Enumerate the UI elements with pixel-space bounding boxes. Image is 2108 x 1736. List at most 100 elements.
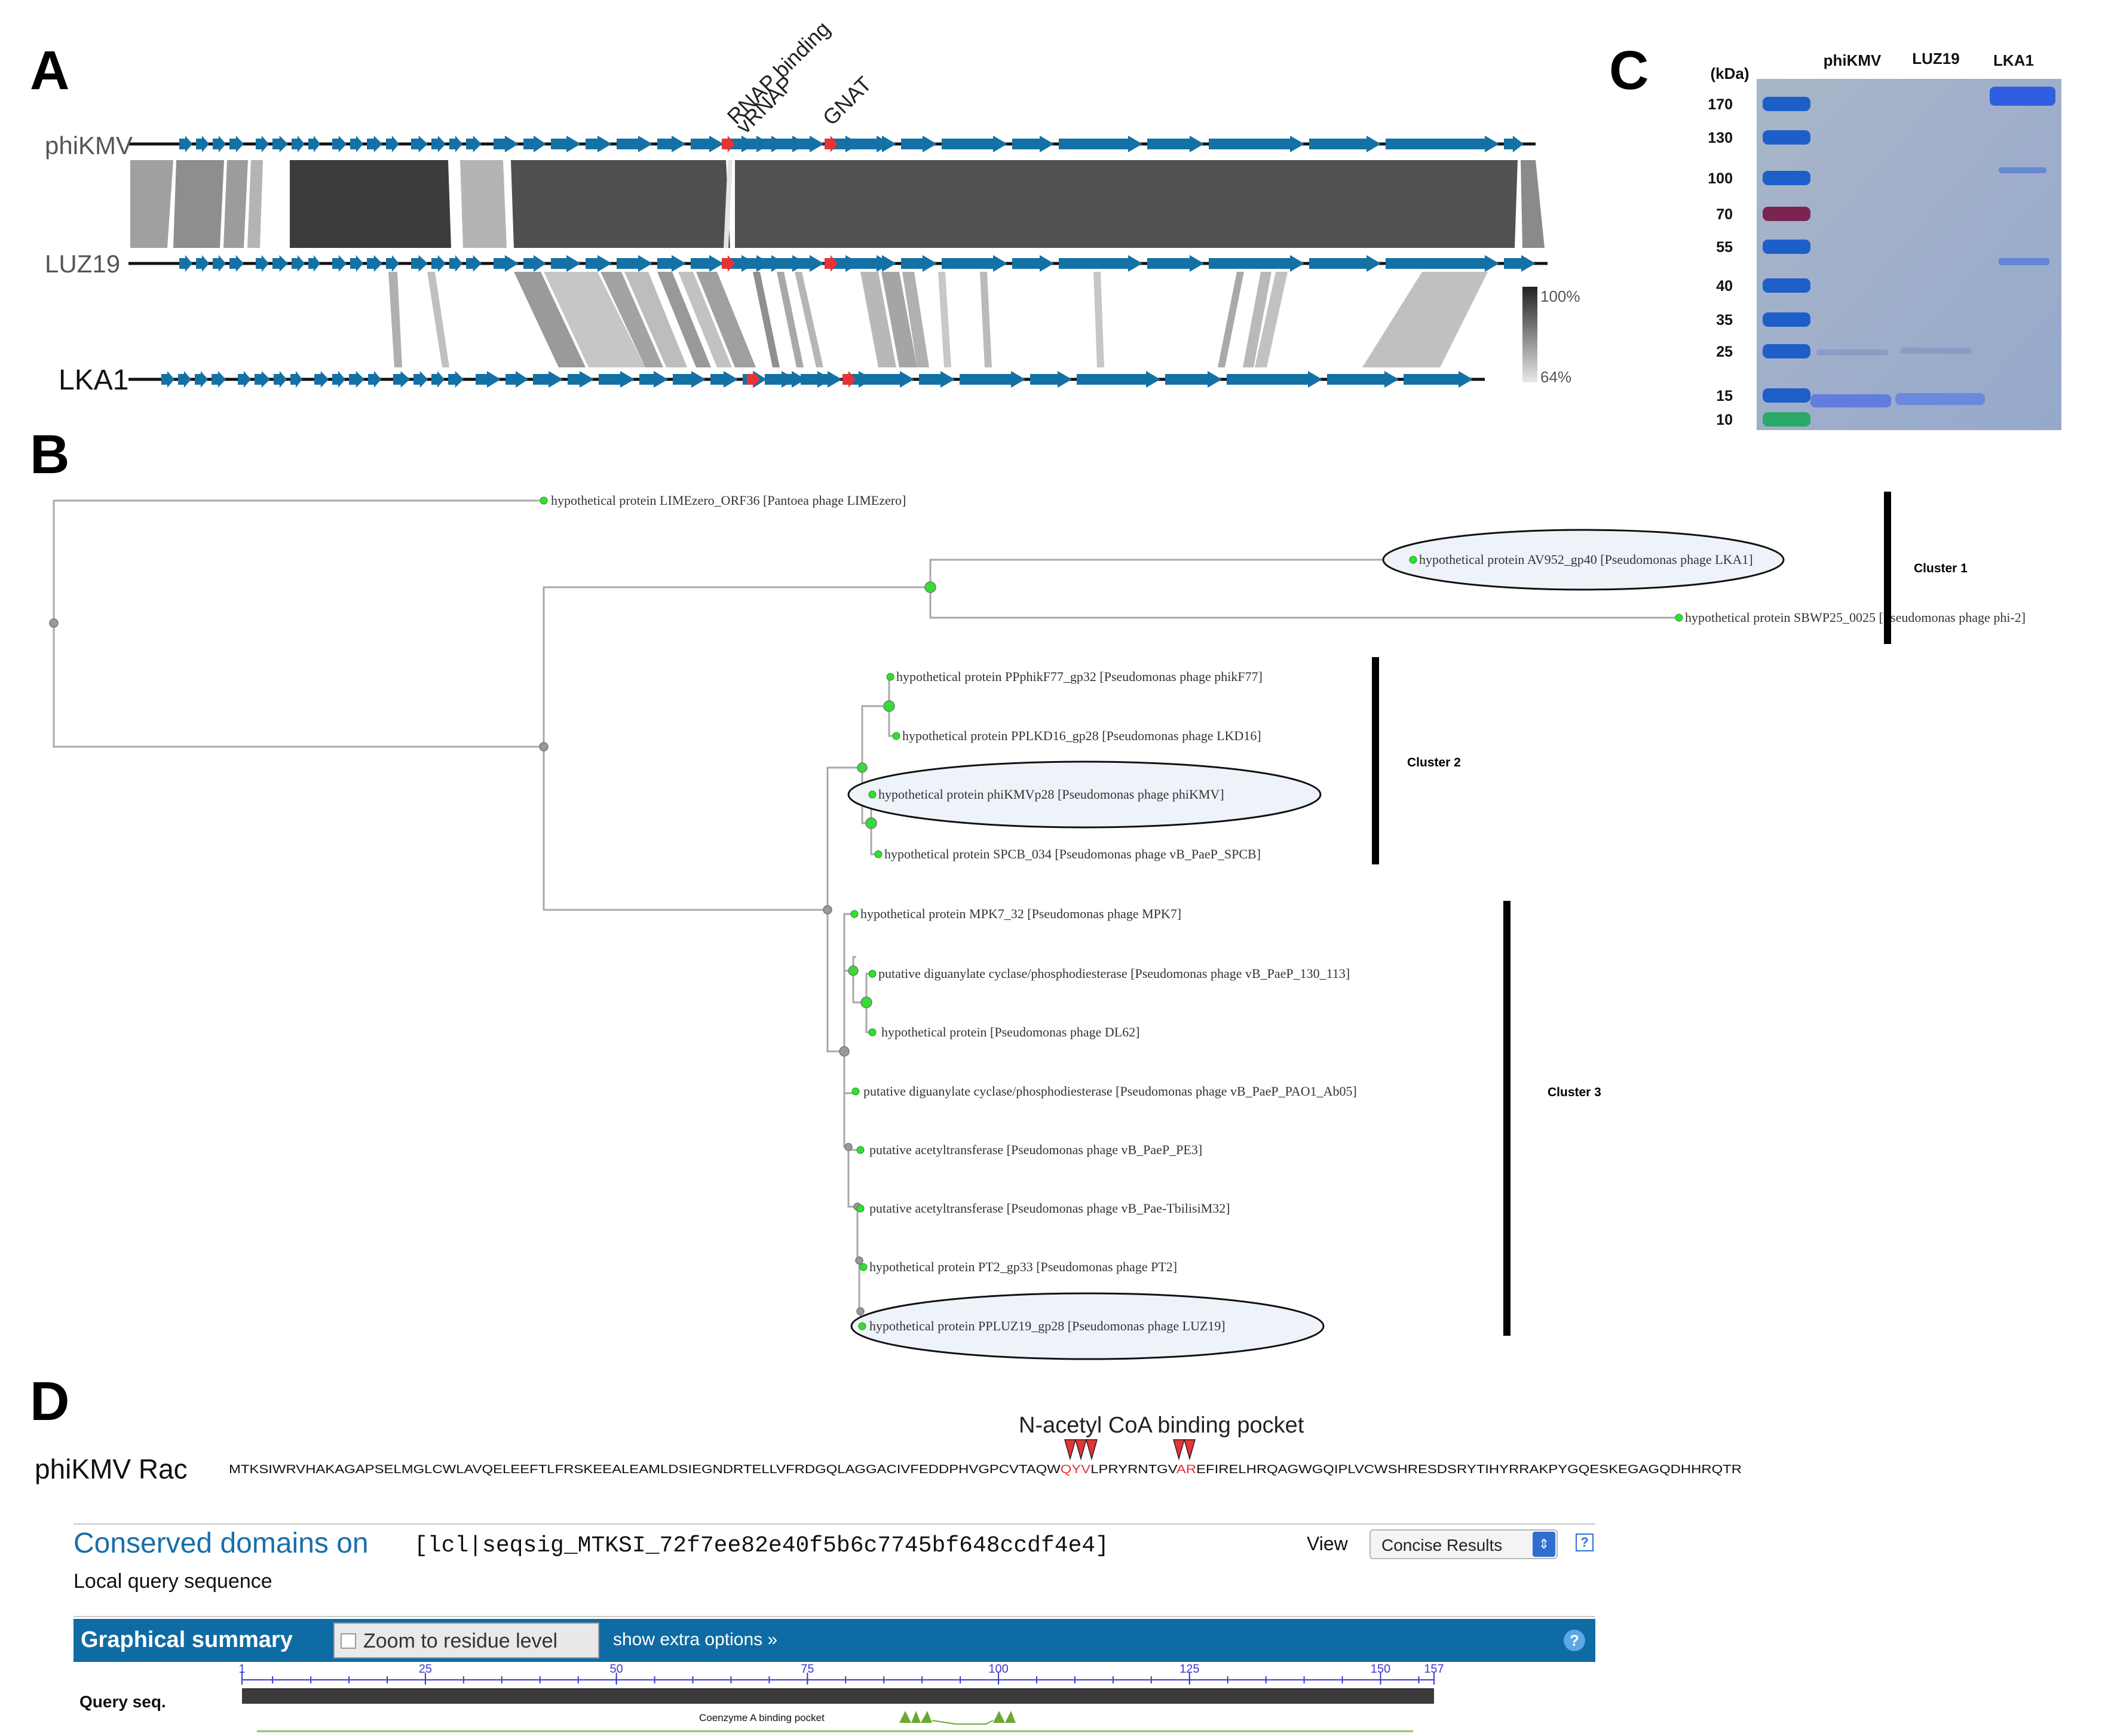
ruler-label: 25 [419,1664,432,1676]
gene-arrow [272,136,288,152]
gene-arrow [413,371,428,388]
gene-arrow [386,136,399,152]
gene-arrow [349,371,364,388]
gene-arrow [196,136,209,152]
gel-marker-label: 170 [1708,96,1733,113]
identity-scale-bar [1522,287,1537,382]
gene-arrow [825,136,838,152]
coenzyme-a-label: Coenzyme A binding pocket [699,1712,825,1723]
gene-arrow [213,255,226,272]
tree-leaf-label: putative acetyltransferase [Pseudomonas … [869,1201,1230,1216]
gene-arrow [494,255,519,272]
gene-arrow [533,371,563,388]
gene-arrow [860,371,914,388]
tree-leaf-label: hypothetical protein [Pseudomonas phage … [881,1025,1140,1039]
cdd-view-select-value: Concise Results [1381,1536,1503,1554]
motif-label: N-acetyl CoA binding pocket [1019,1413,1304,1438]
gene-arrow [1012,136,1054,152]
gene-arrow [368,371,381,388]
gene-arrow [332,255,347,272]
cdd-top-separator [73,1523,1595,1525]
gel-image: (kDa) phiKMV LUZ19 LKA1 1701301007055403… [1708,50,2061,430]
binding-site-marker [899,1711,932,1723]
sequence-panel: N-acetyl CoA binding pocket phiKMV Rac M… [35,1413,1742,1485]
protein-sequence: MTKSIWRVHAKAGAPSELMGLCWLAVQELEEFTLFRSKEE… [229,1463,1742,1476]
gene-arrow [1012,255,1054,272]
gene-arrow [722,255,735,272]
gel-marker-label: 100 [1708,170,1733,187]
gene-arrow [691,136,724,152]
gene-arrow [431,136,446,152]
gene-arrow [617,255,652,272]
gene-arrow [272,255,288,272]
gel-band-luz19-15 [1895,393,1985,405]
gene-arrow [842,136,896,152]
gene-arrow [568,371,594,388]
genome-label-lka1: LKA1 [59,364,128,396]
help-icon[interactable]: ? [1576,1533,1594,1551]
zoom-checkbox[interactable] [341,1633,356,1649]
tree-leaf-label: hypothetical protein phiKMVp28 [Pseudomo… [878,787,1224,802]
gene-arrow [776,255,807,272]
gel-band-lka1-100 [1999,167,2046,173]
gene-arrow [901,255,937,272]
gene-label-gnat: GNAT [818,72,877,130]
gene-arrow [196,255,209,272]
gel-marker-label: 10 [1716,412,1733,428]
tree-leaf-label: hypothetical protein PPLKD16_gp28 [Pseud… [902,728,1261,743]
protein-label: phiKMV Rac [35,1453,188,1485]
binding-site-connector [932,1720,994,1725]
help-circle-icon[interactable]: ? [1564,1630,1585,1651]
gene-arrow [847,371,873,388]
gene-arrow [1504,136,1524,152]
zoom-label: Zoom to residue level [363,1630,558,1652]
gene-arrow [449,255,462,272]
gene-arrow [919,371,955,388]
gene-arrow [942,136,1007,152]
gene-arrow [195,371,208,388]
phylogenetic-tree: hypothetical protein LIMEzero_ORF36 [Pan… [49,492,2026,1360]
gel-marker-band [1763,240,1810,254]
tree-leaf-label: putative diguanylate cyclase/phosphodies… [878,966,1350,981]
show-extra-options-link[interactable]: show extra options » [613,1630,778,1649]
gel-marker-label: 55 [1716,239,1733,256]
zoom-to-residue-button[interactable]: Zoom to residue level [333,1622,599,1658]
tree-internal-nodes [49,581,936,1315]
gene-arrow [842,371,856,388]
gel-marker-band [1763,207,1810,221]
cluster-label-2: Cluster 2 [1407,756,1461,769]
gene-arrow [523,255,546,272]
chevron-updown-icon[interactable]: ⇕ [1533,1532,1555,1557]
ruler-label: 75 [801,1664,814,1676]
cluster-label-3: Cluster 3 [1548,1085,1601,1099]
ruler-label: 150 [1371,1664,1390,1676]
gene-arrow [1386,136,1499,152]
gene-arrow [1077,371,1160,388]
gel-marker-label: 40 [1716,278,1733,295]
gene-arrow [350,136,363,152]
gene-arrow [179,136,192,152]
gene-arrow [586,255,612,272]
gene-arrow [494,136,519,152]
gel-marker-band [1763,388,1810,403]
gene-arrow [1309,255,1381,272]
gene-arrow [1059,136,1142,152]
gene-arrow [722,136,735,152]
gel-marker-label: 130 [1708,130,1733,146]
gel-marker-band [1763,412,1810,427]
gene-arrow [765,371,796,388]
gene-arrow [1309,136,1381,152]
motif-marker-2 [1173,1439,1196,1461]
gene-arrow [1030,371,1072,388]
cluster-bar-3 [1503,901,1510,1336]
tree-leaf-tips [540,496,1683,1330]
cdd-view-select[interactable]: Concise Results ⇕ [1369,1529,1558,1559]
gene-arrow [449,136,462,152]
gene-arrow [942,255,1007,272]
gene-arrow [1504,255,1536,272]
gel-marker-label: 25 [1716,343,1733,360]
ruler-ticks [241,1673,1435,1685]
identity-scale-min: 64% [1540,368,1571,386]
binding-site-marker [993,1711,1016,1723]
